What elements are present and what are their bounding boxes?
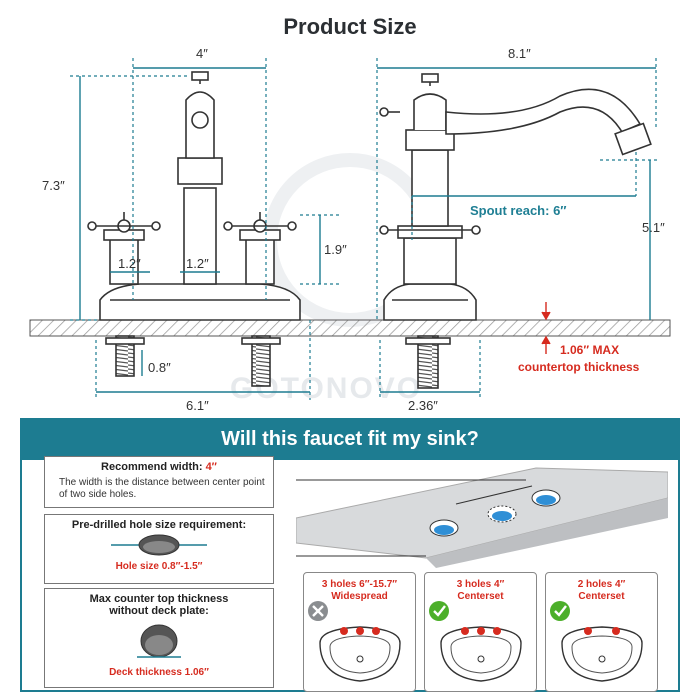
faucet-side-view: [379, 73, 652, 389]
dim-depth-label: 8.1″: [508, 46, 531, 61]
sink-counter-illustration: [296, 467, 668, 568]
dim-spout-height-label: 5.1″: [642, 220, 665, 235]
card-line2: Centerset: [578, 591, 625, 602]
countertop: [29, 319, 671, 337]
dim-spout-reach-label: Spout reach: 6″: [470, 203, 567, 218]
sink-centerset2-drawing: [550, 601, 643, 682]
dim-base-depth-label: 2.36″: [408, 398, 438, 413]
deck-thickness-box: Max counter top thickness without deck p…: [44, 588, 274, 688]
deck-heading-2: without deck plate:: [109, 605, 209, 617]
product-size-diagram: GOTONOVO: [29, 46, 671, 413]
sink-card-centerset-2: 2 holes 4″Centerset: [545, 572, 658, 692]
sink-widespread-drawing: [308, 601, 401, 682]
fit-banner: Will this faucet fit my sink?: [20, 418, 680, 460]
hole-size-box: Pre-drilled hole size requirement: Hole …: [44, 514, 274, 584]
deck-value: Deck thickness 1.06″: [109, 667, 209, 678]
deck-icon: [137, 624, 181, 658]
recommend-heading: Recommend width:: [101, 461, 203, 473]
dim-height-label: 7.3″: [42, 178, 65, 193]
check-icon: [550, 601, 570, 621]
card-line1: 3 holes 4″: [456, 579, 505, 590]
dimension-arrows: [79, 67, 656, 393]
page-title: Product Size: [283, 14, 417, 39]
hole-heading: Pre-drilled hole size requirement:: [71, 519, 247, 531]
dim-base-width-label: 6.1″: [186, 398, 209, 413]
hole-size-value: Hole size 0.8″-1.5″: [115, 561, 203, 572]
countertop-thickness-arrows: [541, 302, 551, 354]
card-line1: 2 holes 4″: [577, 579, 626, 590]
recommend-value: 4″: [205, 461, 217, 473]
dim-width-label: 4″: [196, 46, 208, 61]
countertop-max-label: 1.06″ MAX: [560, 343, 619, 357]
hole-icon: [111, 534, 207, 556]
recommend-width-box: Recommend width: 4″ The width is the dis…: [44, 456, 274, 508]
card-line2: Centerset: [457, 591, 504, 602]
sink-card-widespread: 3 holes 6″-15.7″Widespread: [303, 572, 416, 692]
recommend-desc: The width is the distance between center…: [59, 477, 265, 500]
sink-centerset3-drawing: [429, 601, 522, 682]
dim-shank-label: 0.8″: [148, 360, 171, 375]
countertop-thickness-label: countertop thickness: [518, 360, 640, 374]
deck-heading-1: Max counter top thickness: [89, 593, 229, 605]
check-icon: [429, 601, 449, 621]
card-line1: 3 holes 6″-15.7″: [321, 579, 398, 590]
sink-card-centerset-3: 3 holes 4″Centerset: [424, 572, 537, 692]
card-line2: Widespread: [331, 591, 388, 602]
dim-handle-height-label: 1.9″: [324, 242, 347, 257]
dim-handle-base-label: 1.2″: [118, 256, 141, 271]
dim-spout-base-label: 1.2″: [186, 256, 209, 271]
